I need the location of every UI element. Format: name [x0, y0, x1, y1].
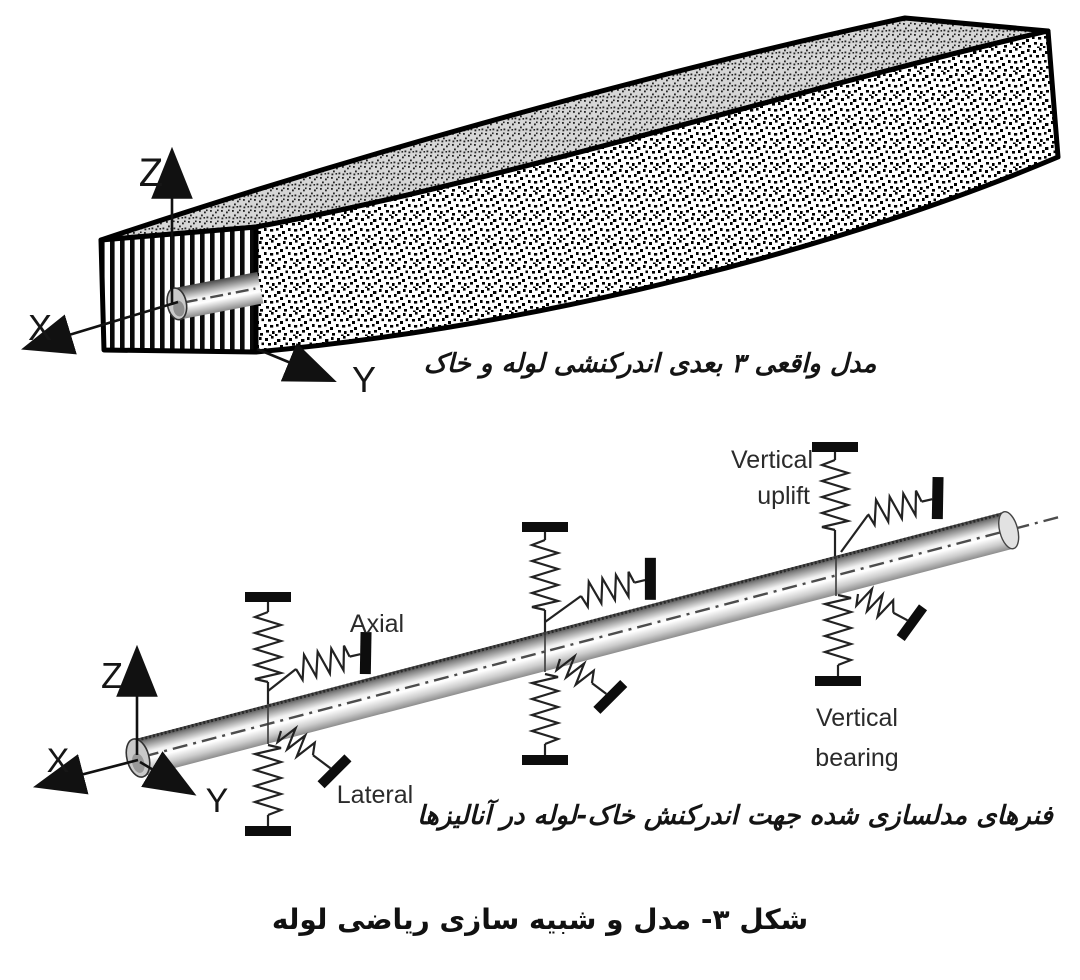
top-axis-y-label: Y [352, 359, 376, 400]
bottom-axis-z-label: Z [101, 655, 123, 696]
vertical-uplift-label-line2: uplift [757, 482, 810, 510]
vertical-bearing-label-line2: bearing [815, 744, 898, 772]
station-cross-lines [267, 556, 837, 744]
y-axis-line [139, 751, 197, 796]
bottom-axis-x-label: X [47, 742, 70, 780]
bottom-figure-axes [32, 644, 197, 796]
top-axis-x-label: X [28, 307, 52, 348]
vertical-uplift-spring [522, 522, 568, 632]
lateral-spring [552, 649, 628, 714]
axial-spring [292, 631, 372, 682]
vertical-bearing-spring [522, 672, 568, 765]
spring-station-2 [522, 522, 656, 765]
vertical-bearing-spring [245, 743, 291, 836]
axial-label: Axial [350, 610, 404, 638]
vertical-uplift-spring [812, 442, 858, 556]
bottom-figure-caption: فنرهای مدلسازی شده جهت اندرکنش خاک-لوله … [417, 801, 1053, 831]
lateral-spring [851, 583, 928, 641]
bottom-axis-y-label: Y [206, 782, 229, 820]
top-axis-z-label: Z [139, 151, 163, 195]
figure-caption: شکل ۳- مدل و شبیه سازی ریاضی لوله [271, 903, 809, 936]
x-axis-line [32, 754, 139, 795]
lateral-label: Lateral [337, 781, 413, 809]
vertical-bearing-spring [815, 593, 861, 686]
x-axis-line [21, 300, 179, 355]
top-figure-caption: مدل واقعی ۳ بعدی اندرکنشی لوله و خاک [423, 349, 877, 379]
vertical-uplift-label-line1: Vertical [731, 446, 813, 474]
axial-spring [576, 557, 656, 609]
y-axis-line [256, 342, 337, 382]
lateral-spring [273, 721, 352, 789]
axial-spring [864, 476, 944, 527]
spring-station-1 [245, 592, 372, 836]
pipe-right-end [998, 511, 1020, 550]
top-figure-axes [21, 146, 337, 382]
spring-model-pipe [125, 511, 1060, 778]
soil-block-side-face [253, 28, 1061, 355]
soil-block-3d [98, 15, 1061, 355]
spring-station-3 [812, 442, 944, 686]
vertical-bearing-label-line1: Vertical [816, 704, 898, 732]
vertical-uplift-spring [245, 592, 291, 704]
